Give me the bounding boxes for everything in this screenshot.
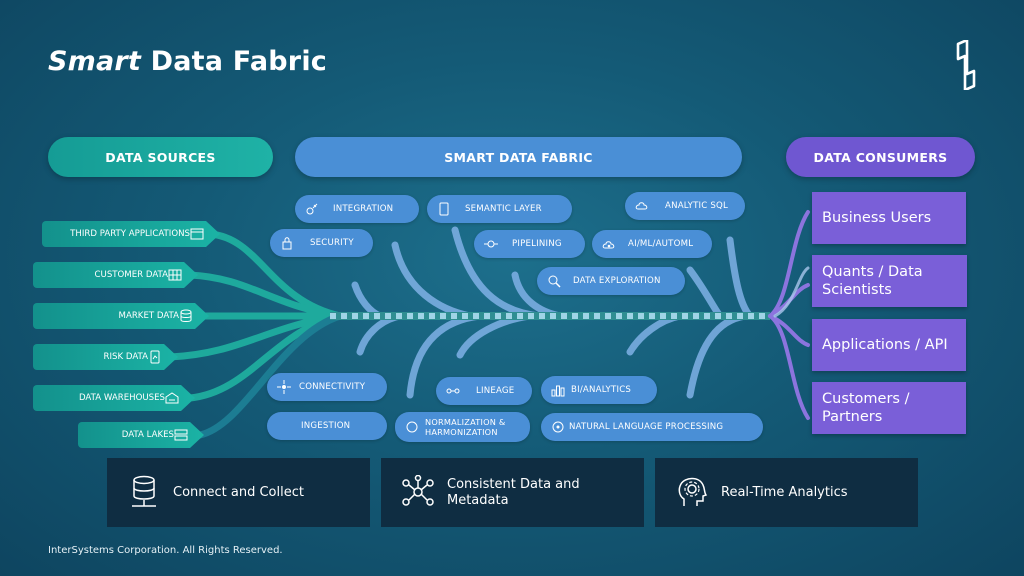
capability-label: LINEAGE [476,386,515,396]
source-data-lakes: DATA LAKES [78,422,204,448]
capability-label: DATA EXPLORATION [573,276,661,286]
source-data-warehouses: DATA WAREHOUSES [33,385,195,411]
capability-data-exploration: DATA EXPLORATION [537,267,685,295]
app-window-icon [190,227,204,241]
cloud-icon [635,202,648,210]
title-rest: Data Fabric [150,46,327,77]
consumer-label: Quants / Data Scientists [822,264,923,298]
capability-natural-language-processing: NATURAL LANGUAGE PROCESSING [541,413,763,441]
capability-ai-ml-automl: AI/ML/AUTOML [592,230,712,258]
intersystems-logo [956,40,976,90]
capability-connectivity: CONNECTIVITY [267,373,387,401]
capability-lineage: LINEAGE [436,377,532,405]
consumer-label: Applications / API [822,337,948,353]
capability-label: NORMALIZATION & HARMONIZATION [425,417,506,437]
source-label: DATA WAREHOUSES [78,393,165,403]
capability-label: SEMANTIC LAYER [465,204,542,214]
capability-label: BI/ANALYTICS [571,385,632,395]
feature-connect-and-collect: Connect and Collect [107,458,370,527]
circle-gear-icon [552,421,564,433]
capability-pipelining: PIPELINING [474,230,585,258]
capability-integration: INTEGRATION [295,195,419,223]
bar-chart-icon [551,385,565,397]
title-emphasis: Smart [48,46,142,77]
warehouse-icon [165,391,179,405]
feature-real-time-analytics: Real-Time Analytics [655,458,918,527]
consumer-customers-partners: Customers / Partners [812,382,966,434]
capability-label: PIPELINING [512,239,562,249]
capability-ingestion: INGESTION [267,412,387,440]
data-consumers-header: DATA CONSUMERS [786,137,975,177]
satellite-icon [306,203,318,215]
magnifier-icon [548,275,561,288]
capability-label: AI/ML/AUTOML [628,239,694,249]
smart-data-fabric-header: SMART DATA FABRIC [295,137,742,177]
mobile-chart-icon [148,350,162,364]
capability-security: SECURITY [270,229,373,257]
consumer-applications-api: Applications / API [812,319,966,371]
consumer-label: Business Users [822,210,932,226]
consumer-quants-data-scientists: Quants / Data Scientists [812,255,967,307]
data-sources-header: DATA SOURCES [48,137,273,177]
capability-label: NATURAL LANGUAGE PROCESSING [569,422,724,432]
circle-icon [406,421,418,433]
head-gear-icon [678,477,708,506]
capability-label: INGESTION [301,421,351,431]
grid-icon [168,268,182,282]
source-risk-data: RISK DATA [33,344,178,370]
database-icon [179,309,193,323]
capability-analytic-sql: ANALYTIC SQL [625,192,745,220]
consumer-business-users: Business Users [812,192,966,244]
database-stack-icon [132,475,156,507]
capability-label: SECURITY [310,238,354,248]
source-label: DATA LAKES [121,430,174,440]
cloud-gear-icon [602,241,615,249]
capability-label: INTEGRATION [333,204,394,214]
feature-label: Real-Time Analytics [721,485,848,500]
feature-consistent-data-metadata: Consistent Data and Metadata [381,458,644,527]
source-label: THIRD PARTY APPLICATIONS [70,229,190,239]
source-customer-data: CUSTOMER DATA [33,262,198,288]
page-title: Smart Data Fabric [48,46,327,77]
feature-label: Consistent Data and Metadata [447,477,580,508]
server-icon [174,428,188,442]
source-third-party-applications: THIRD PARTY APPLICATIONS [42,221,220,247]
capability-bi-analytics: BI/ANALYTICS [541,376,657,404]
source-market-data: MARKET DATA [33,303,209,329]
source-label: MARKET DATA [118,311,179,321]
capability-semantic-layer: SEMANTIC LAYER [427,195,572,223]
lock-icon [282,237,292,250]
capability-label: ANALYTIC SQL [665,201,729,211]
chain-icon [446,388,460,394]
consumer-label: Customers / Partners [822,391,910,425]
pipe-icon [484,240,498,248]
network-icon [402,475,434,506]
source-label: RISK DATA [103,352,148,362]
capability-normalization-harmonization: NORMALIZATION & HARMONIZATION [395,412,530,442]
capability-label: CONNECTIVITY [299,382,366,392]
hub-icon [277,380,291,394]
tablet-icon [439,202,449,216]
feature-label: Connect and Collect [173,485,304,500]
copyright-footer: InterSystems Corporation. All Rights Res… [48,545,283,556]
source-label: CUSTOMER DATA [94,270,168,280]
